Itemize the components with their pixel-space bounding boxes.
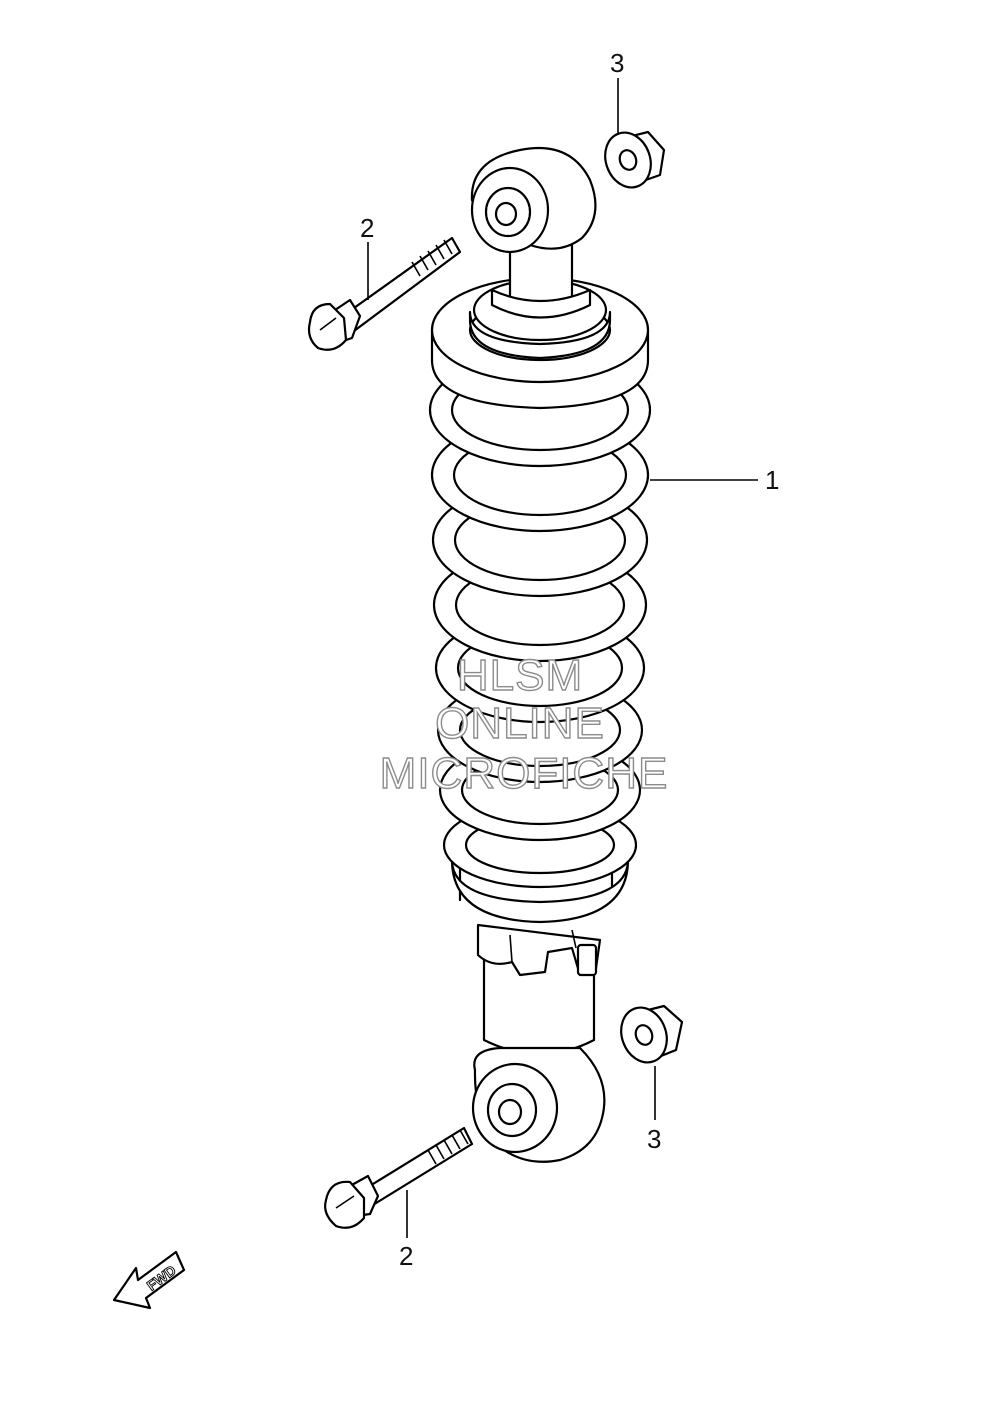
forward-arrow-icon: FWD: [112, 1250, 186, 1310]
lower-nut: [620, 1004, 684, 1064]
upper-mounting-eye: [470, 146, 597, 254]
upper-spring-seat: [468, 243, 612, 360]
rear-shock-absorber: [428, 146, 652, 1163]
callout-3-top: 3: [610, 48, 624, 78]
watermark-line-2: ONLINE: [435, 699, 605, 748]
lower-bolt: [324, 1126, 474, 1229]
lower-spring-seat: [476, 923, 602, 977]
watermark-line-3: MICROFICHE: [380, 749, 669, 798]
callout-2-bottom: 2: [399, 1241, 413, 1271]
upper-nut: [604, 130, 666, 189]
lower-mounting-eye: [471, 1046, 606, 1163]
coil-spring: [428, 276, 652, 924]
callout-2-top: 2: [360, 213, 374, 243]
leader-lines: [367, 78, 758, 1238]
upper-bolt: [307, 236, 462, 351]
watermark-line-1: HLSM: [457, 651, 583, 700]
watermark: HLSM ONLINE MICROFICHE: [379, 650, 669, 798]
callout-3-bottom: 3: [647, 1124, 661, 1154]
callout-1: 1: [765, 465, 779, 495]
